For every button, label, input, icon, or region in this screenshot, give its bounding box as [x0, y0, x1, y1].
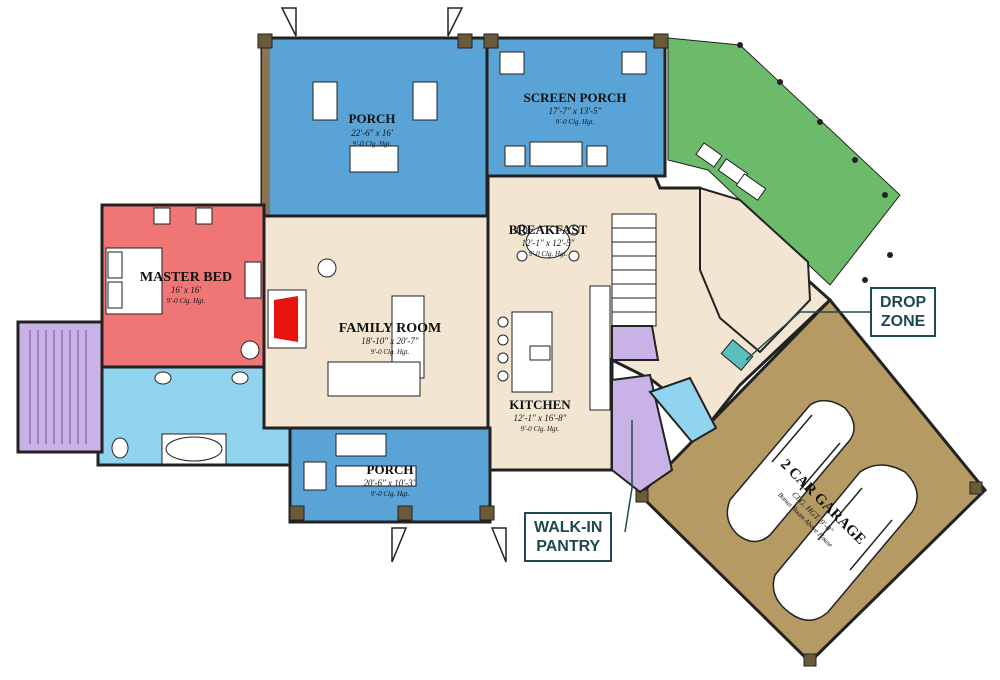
- master-bath-fixtures: [111, 371, 249, 465]
- label-screen-porch: SCREEN PORCH 17'-7" x 13'-5" 9'-0 Clg. H…: [524, 90, 627, 126]
- entry-doors-top: [280, 7, 464, 37]
- svg-text:MASTER BED: MASTER BED: [140, 270, 232, 285]
- svg-text:20'-6" x 10'-3": 20'-6" x 10'-3": [364, 478, 417, 488]
- drop-zone-lockers: [720, 339, 754, 371]
- closet-rod-lines: [29, 330, 87, 444]
- svg-text:9'-0 Clg. Hgt.: 9'-0 Clg. Hgt.: [521, 425, 560, 433]
- svg-text:22'-6" x 16': 22'-6" x 16': [351, 128, 394, 138]
- master-closet-area: [16, 320, 104, 454]
- walk-in-pantry-callout: WALK-IN PANTRY: [524, 512, 613, 562]
- svg-text:KITCHEN: KITCHEN: [509, 397, 571, 412]
- svg-text:9'-0 Clg. Hgt.: 9'-0 Clg. Hgt.: [371, 348, 410, 356]
- walk-in-pantry-callout-line2: PANTRY: [536, 538, 601, 555]
- svg-text:9'-0 Clg. Hgt.: 9'-0 Clg. Hgt.: [353, 140, 392, 148]
- label-master-bed: MASTER BED 16' x 16' 9'-0 Clg. Hgt.: [140, 270, 232, 305]
- svg-text:BREAKFAST: BREAKFAST: [509, 222, 588, 237]
- porch-columns: [257, 33, 669, 521]
- svg-text:FAMILY ROOM: FAMILY ROOM: [339, 321, 442, 336]
- svg-text:9'-0 Clg. Hgt.: 9'-0 Clg. Hgt.: [371, 490, 410, 498]
- label-porch-top: PORCH 22'-6" x 16' 9'-0 Clg. Hgt.: [349, 111, 396, 148]
- label-breakfast: BREAKFAST 12'-1" x 12'-5" 9'-0 Clg. Hgt.: [509, 222, 588, 258]
- svg-text:12'-1" x 12'-5": 12'-1" x 12'-5": [522, 238, 575, 248]
- entry-doors-bottom: [391, 527, 507, 563]
- garage-cars: [726, 399, 918, 621]
- deck-lounge-chairs: [695, 142, 767, 201]
- deck-railing-posts: [737, 42, 893, 283]
- label-family-room: FAMILY ROOM 18'-10" x 20'-7" 9'-0 Clg. H…: [339, 321, 442, 356]
- porch-top-furniture: [312, 81, 438, 173]
- screen-porch-furniture: [499, 51, 647, 167]
- label-kitchen: KITCHEN 12'-1" x 16'-8" 9'-0 Clg. Hgt.: [509, 397, 571, 433]
- porch-top-area: [260, 36, 489, 218]
- svg-text:16' x 16': 16' x 16': [171, 285, 202, 295]
- svg-text:9'-0 Clg. Hgt.: 9'-0 Clg. Hgt.: [167, 297, 206, 305]
- svg-text:18'-10" x 20'-7": 18'-10" x 20'-7": [361, 336, 419, 346]
- drop-zone-callout-line1: DROP: [880, 294, 927, 311]
- drop-zone-callout-line2: ZONE: [880, 313, 926, 330]
- porch-bottom-furniture: [303, 433, 417, 491]
- svg-text:PORCH: PORCH: [367, 462, 414, 477]
- master-bed-furniture: [105, 207, 262, 360]
- powder-room-area: [648, 376, 718, 444]
- walk-in-pantry-lower: [611, 373, 674, 494]
- svg-text:PORCH: PORCH: [349, 111, 396, 126]
- family-room-furniture: [317, 258, 425, 397]
- walk-in-pantry-area: [611, 325, 660, 361]
- garage-columns: [635, 481, 983, 667]
- svg-text:12'-1" x 16'-8": 12'-1" x 16'-8": [514, 413, 567, 423]
- svg-text:SCREEN PORCH: SCREEN PORCH: [524, 90, 627, 105]
- svg-text:17'-7" x 13'-5": 17'-7" x 13'-5": [549, 106, 602, 116]
- kitchen-counters: [589, 213, 657, 411]
- fireplace: [267, 289, 307, 349]
- svg-text:9'-0 Clg. Hgt.: 9'-0 Clg. Hgt.: [529, 250, 568, 258]
- drop-zone-callout: DROP ZONE: [870, 287, 937, 337]
- svg-text:9'-0 Clg. Hgt.: 9'-0 Clg. Hgt.: [556, 118, 595, 126]
- walk-in-pantry-callout-line1: WALK-IN: [534, 519, 603, 536]
- label-porch-bottom: PORCH 20'-6" x 10'-3" 9'-0 Clg. Hgt.: [364, 462, 417, 498]
- kitchen-island: [497, 311, 553, 393]
- callout-leaders: [624, 311, 870, 533]
- breakfast-table: [516, 224, 580, 262]
